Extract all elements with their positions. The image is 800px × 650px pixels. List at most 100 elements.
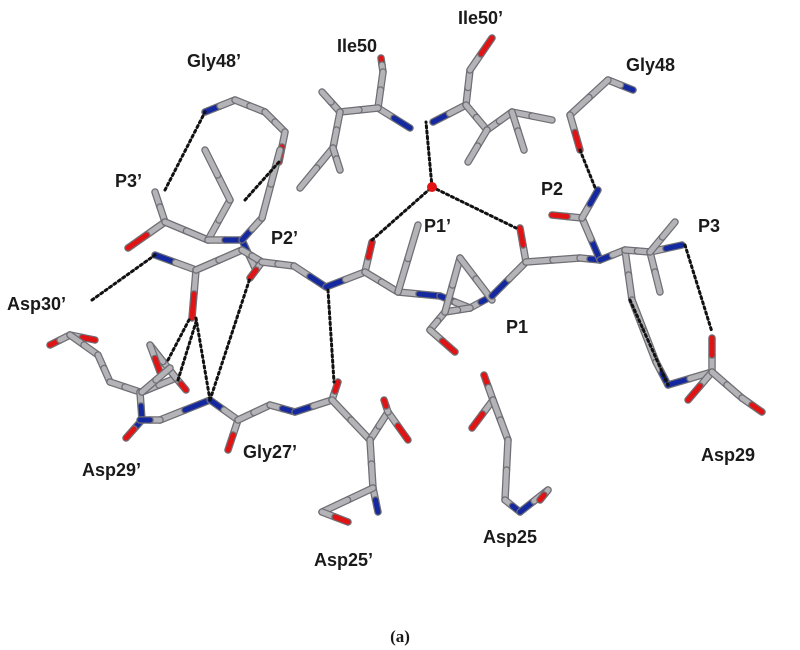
residue-asp25-prime (318, 396, 412, 526)
residue-gly48 (566, 76, 637, 154)
hbond-9 (424, 120, 434, 189)
asp29-bond-6-b (749, 402, 765, 415)
asp29-bond-2-a (665, 376, 693, 388)
water-molecule (427, 182, 437, 192)
residue-gly27-prime (206, 378, 374, 454)
residue-p2 (516, 186, 636, 304)
p2-bond-0-b (517, 225, 526, 248)
asp30-prime-bond-1-b (80, 335, 98, 343)
residue-asp25 (468, 371, 552, 516)
gly27-prime-bond-1-b (225, 432, 236, 453)
label-p2: P2 (541, 179, 563, 199)
p3-prime-bond-1-b (125, 232, 149, 251)
asp25-prime-bond-1-b (395, 423, 411, 443)
p1-bond-7-a (489, 276, 512, 299)
ile50-bond-7-b (334, 156, 343, 173)
residue-asp30-prime (46, 331, 146, 424)
residue-asp29-prime (122, 341, 214, 442)
label-asp29: Asp29 (701, 445, 755, 465)
hbond-11 (578, 148, 598, 192)
p2-bond-1-a (523, 257, 556, 265)
asp25-bond-3-b (502, 467, 509, 503)
hbond-10 (430, 185, 518, 230)
p1-prime-bond-4-b (405, 222, 421, 261)
stick-model (46, 34, 766, 526)
p1-bond-5-a (442, 282, 455, 315)
asp29-prime-bond-5-b (182, 397, 213, 413)
asp25-prime-bond-4-b (373, 497, 381, 515)
p1-prime-bond-1-b (366, 239, 375, 260)
asp29-prime-bond-4-b (153, 365, 173, 383)
p2-bond-5-b (587, 187, 601, 207)
ile50-bond-6-b (297, 165, 319, 191)
p3-bond-1-b (663, 242, 685, 251)
p1-bond-6-a (457, 255, 479, 282)
p1-prime-bond-4-a (395, 256, 411, 295)
asp29-prime-bond-5-a (157, 407, 188, 423)
residue-p3-prime (124, 146, 284, 272)
residue-asp29 (628, 296, 766, 416)
hydrogen-bond-network (90, 110, 714, 402)
residue-gly48-prime (201, 96, 289, 166)
p3-prime-bond-4-b (202, 147, 220, 178)
hbond-3 (166, 316, 192, 362)
p3-prime-bond-1-a (144, 219, 168, 238)
label-ile50: Ile50 (337, 36, 377, 56)
p2-prime-bond-2-b (216, 247, 245, 263)
p2-bond-3-b (579, 215, 594, 242)
p1-bond-7-b (506, 259, 529, 282)
asp25-prime-bond-6-b (332, 514, 351, 525)
asp25-prime-bond-5-a (345, 485, 376, 503)
label-p1: P1 (506, 317, 528, 337)
residue-p3 (621, 218, 686, 296)
asp25-prime-bond-3-a (367, 437, 374, 467)
ile50-prime-bond-7-b (515, 128, 527, 153)
p3-prime-bond-4-a (215, 172, 233, 203)
ile50-prime-bond-6-b (529, 113, 555, 123)
hbond-1 (243, 160, 281, 202)
label-asp29-prime: Asp29’ (82, 460, 141, 480)
label-gly27-prime: Gly27’ (243, 442, 297, 462)
hbond-13 (683, 243, 714, 334)
ile50-prime-bond-5-b (465, 143, 480, 165)
p2-prime-bond-2-a (193, 257, 222, 273)
hbond-5 (194, 316, 212, 402)
residue-p1-prime (322, 221, 444, 300)
asp25-bond-1-b (469, 411, 485, 431)
hbond-7 (326, 288, 336, 384)
p3-prime-bond-2-a (162, 219, 189, 234)
residue-p1 (426, 254, 530, 356)
hbond-6 (208, 276, 252, 402)
gly27-prime-bond-6-a (329, 397, 354, 423)
p3-bond-2-b (652, 269, 663, 295)
gly48-bond-2-b (572, 130, 583, 153)
label-gly48-prime: Gly48’ (187, 51, 241, 71)
label-asp25: Asp25 (483, 527, 537, 547)
gly48-bond-1-b (567, 95, 592, 118)
asp29-prime-bond-6-b (123, 426, 137, 441)
p2-bond-7-b (626, 272, 635, 303)
asp25-bond-3-a (504, 437, 511, 473)
asp29-prime-bond-1-b (178, 381, 189, 393)
label-gly48: Gly48 (626, 55, 675, 75)
p2-bond-4-b (549, 212, 570, 219)
gly48-bond-1-a (586, 77, 611, 100)
ile50-bond-2-b (391, 115, 413, 131)
gly27-prime-bond-6-b (348, 417, 373, 443)
figure-caption: (a) (390, 627, 410, 646)
p3-prime-bond-8-a (259, 181, 274, 221)
asp25-prime-bond-2-b (381, 397, 389, 409)
p3-bond-3-b (660, 219, 678, 240)
p3-prime-bond-2-b (184, 228, 211, 243)
label-p1-prime: P1’ (424, 216, 451, 236)
asp29-bond-4-b (685, 383, 703, 403)
label-ile50-prime: Ile50’ (458, 8, 503, 28)
ile50-prime-bond-2-b (478, 35, 495, 57)
label-p3-prime: P3’ (115, 171, 142, 191)
p2-prime-bond-1-a (191, 267, 199, 297)
residue-ile50 (296, 54, 414, 192)
asp25-prime-bond-3-b (369, 461, 376, 491)
p2-bond-3-a (588, 236, 603, 263)
residue-labels: Gly48’ Ile50 Ile50’ Gly48 P3’ P2’ P1’ P2… (7, 8, 755, 570)
